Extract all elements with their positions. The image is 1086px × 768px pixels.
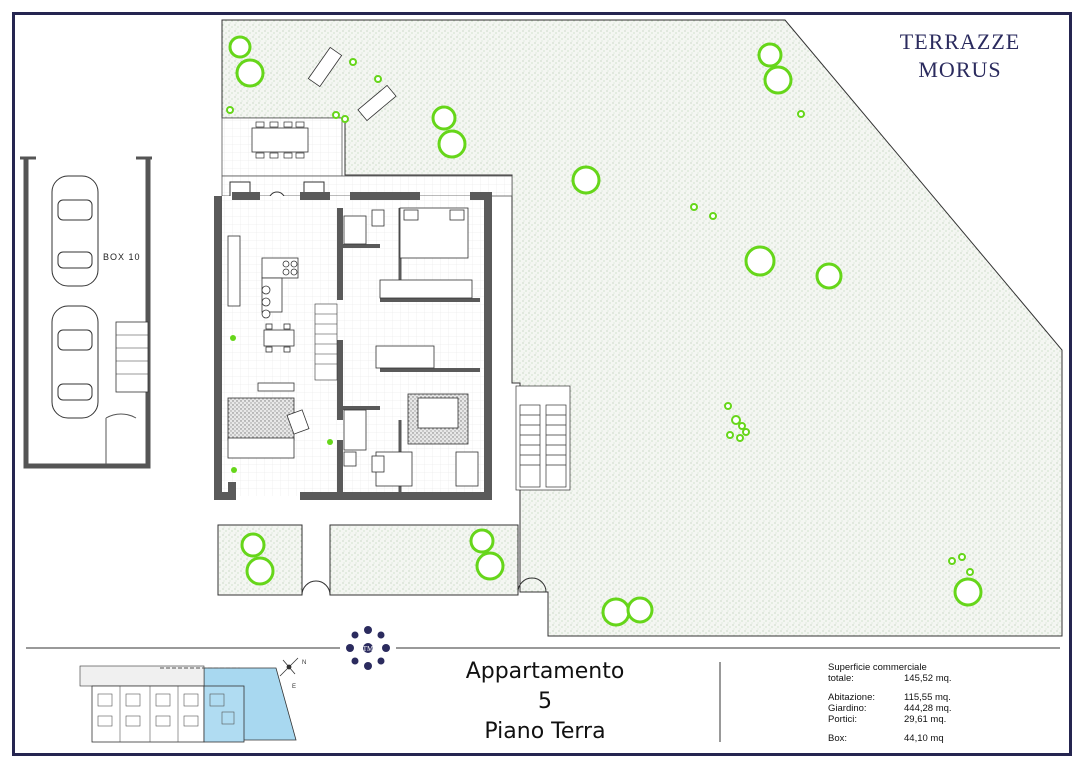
area-box-label: Box:	[828, 733, 848, 744]
title-line-1: Appartamento	[465, 659, 625, 684]
plants	[230, 335, 333, 473]
area-total-value: 145,52 mq.	[904, 673, 952, 684]
logo-icon	[346, 626, 390, 670]
title-line-3: Piano Terra	[484, 719, 606, 744]
compass-icon	[279, 657, 299, 677]
title-line-2: 5	[538, 689, 552, 714]
page-frame	[12, 12, 1072, 756]
shrubs	[226, 58, 974, 576]
kitchen	[227, 235, 299, 319]
dining-table	[263, 323, 295, 353]
area-row: Abitazione: 115,55 mq.	[828, 692, 1028, 703]
bathrooms	[343, 209, 385, 473]
staircase	[314, 303, 338, 381]
area-row: Portici: 29,61 mq.	[828, 714, 1028, 725]
apartment-title: Appartamento 5 Piano Terra	[420, 657, 670, 747]
living-room	[227, 382, 310, 459]
key-plan	[79, 660, 300, 743]
brand-name: TERRAZZE MORUS	[880, 28, 1040, 84]
logo-text: TM	[363, 645, 374, 653]
area-summary: Superficie commerciale totale: 145,52 mq…	[828, 662, 1028, 744]
box-label: BOX 10	[103, 252, 141, 262]
bedroom-top	[379, 207, 473, 299]
trees	[228, 35, 983, 627]
brand-line-2: MORUS	[918, 57, 1002, 82]
area-box-value: 44,10 mq	[904, 733, 944, 744]
area-row-label: Portici:	[828, 714, 858, 725]
area-row-value: 115,55 mq.	[904, 692, 951, 703]
car-bottom	[51, 305, 99, 419]
sunbeds	[307, 46, 397, 122]
area-row: Giardino: 444,28 mq.	[828, 703, 1028, 714]
area-box-row: Box: 44,10 mq	[828, 733, 1028, 744]
area-heading: Superficie commerciale	[828, 662, 927, 673]
area-row-label: Giardino:	[828, 703, 867, 714]
compass-north: N	[302, 660, 306, 666]
compass-east: E	[292, 684, 296, 690]
area-total-row: totale: 145,52 mq.	[828, 673, 1028, 684]
area-total-label: totale:	[828, 673, 854, 684]
area-row-label: Abitazione:	[828, 692, 876, 703]
porch	[301, 577, 547, 596]
area-row-value: 444,28 mq.	[904, 703, 952, 714]
car-top	[51, 175, 99, 287]
area-row-value: 29,61 mq.	[904, 714, 947, 725]
outdoor-stair	[515, 385, 571, 491]
brand-line-1: TERRAZZE	[899, 29, 1021, 54]
